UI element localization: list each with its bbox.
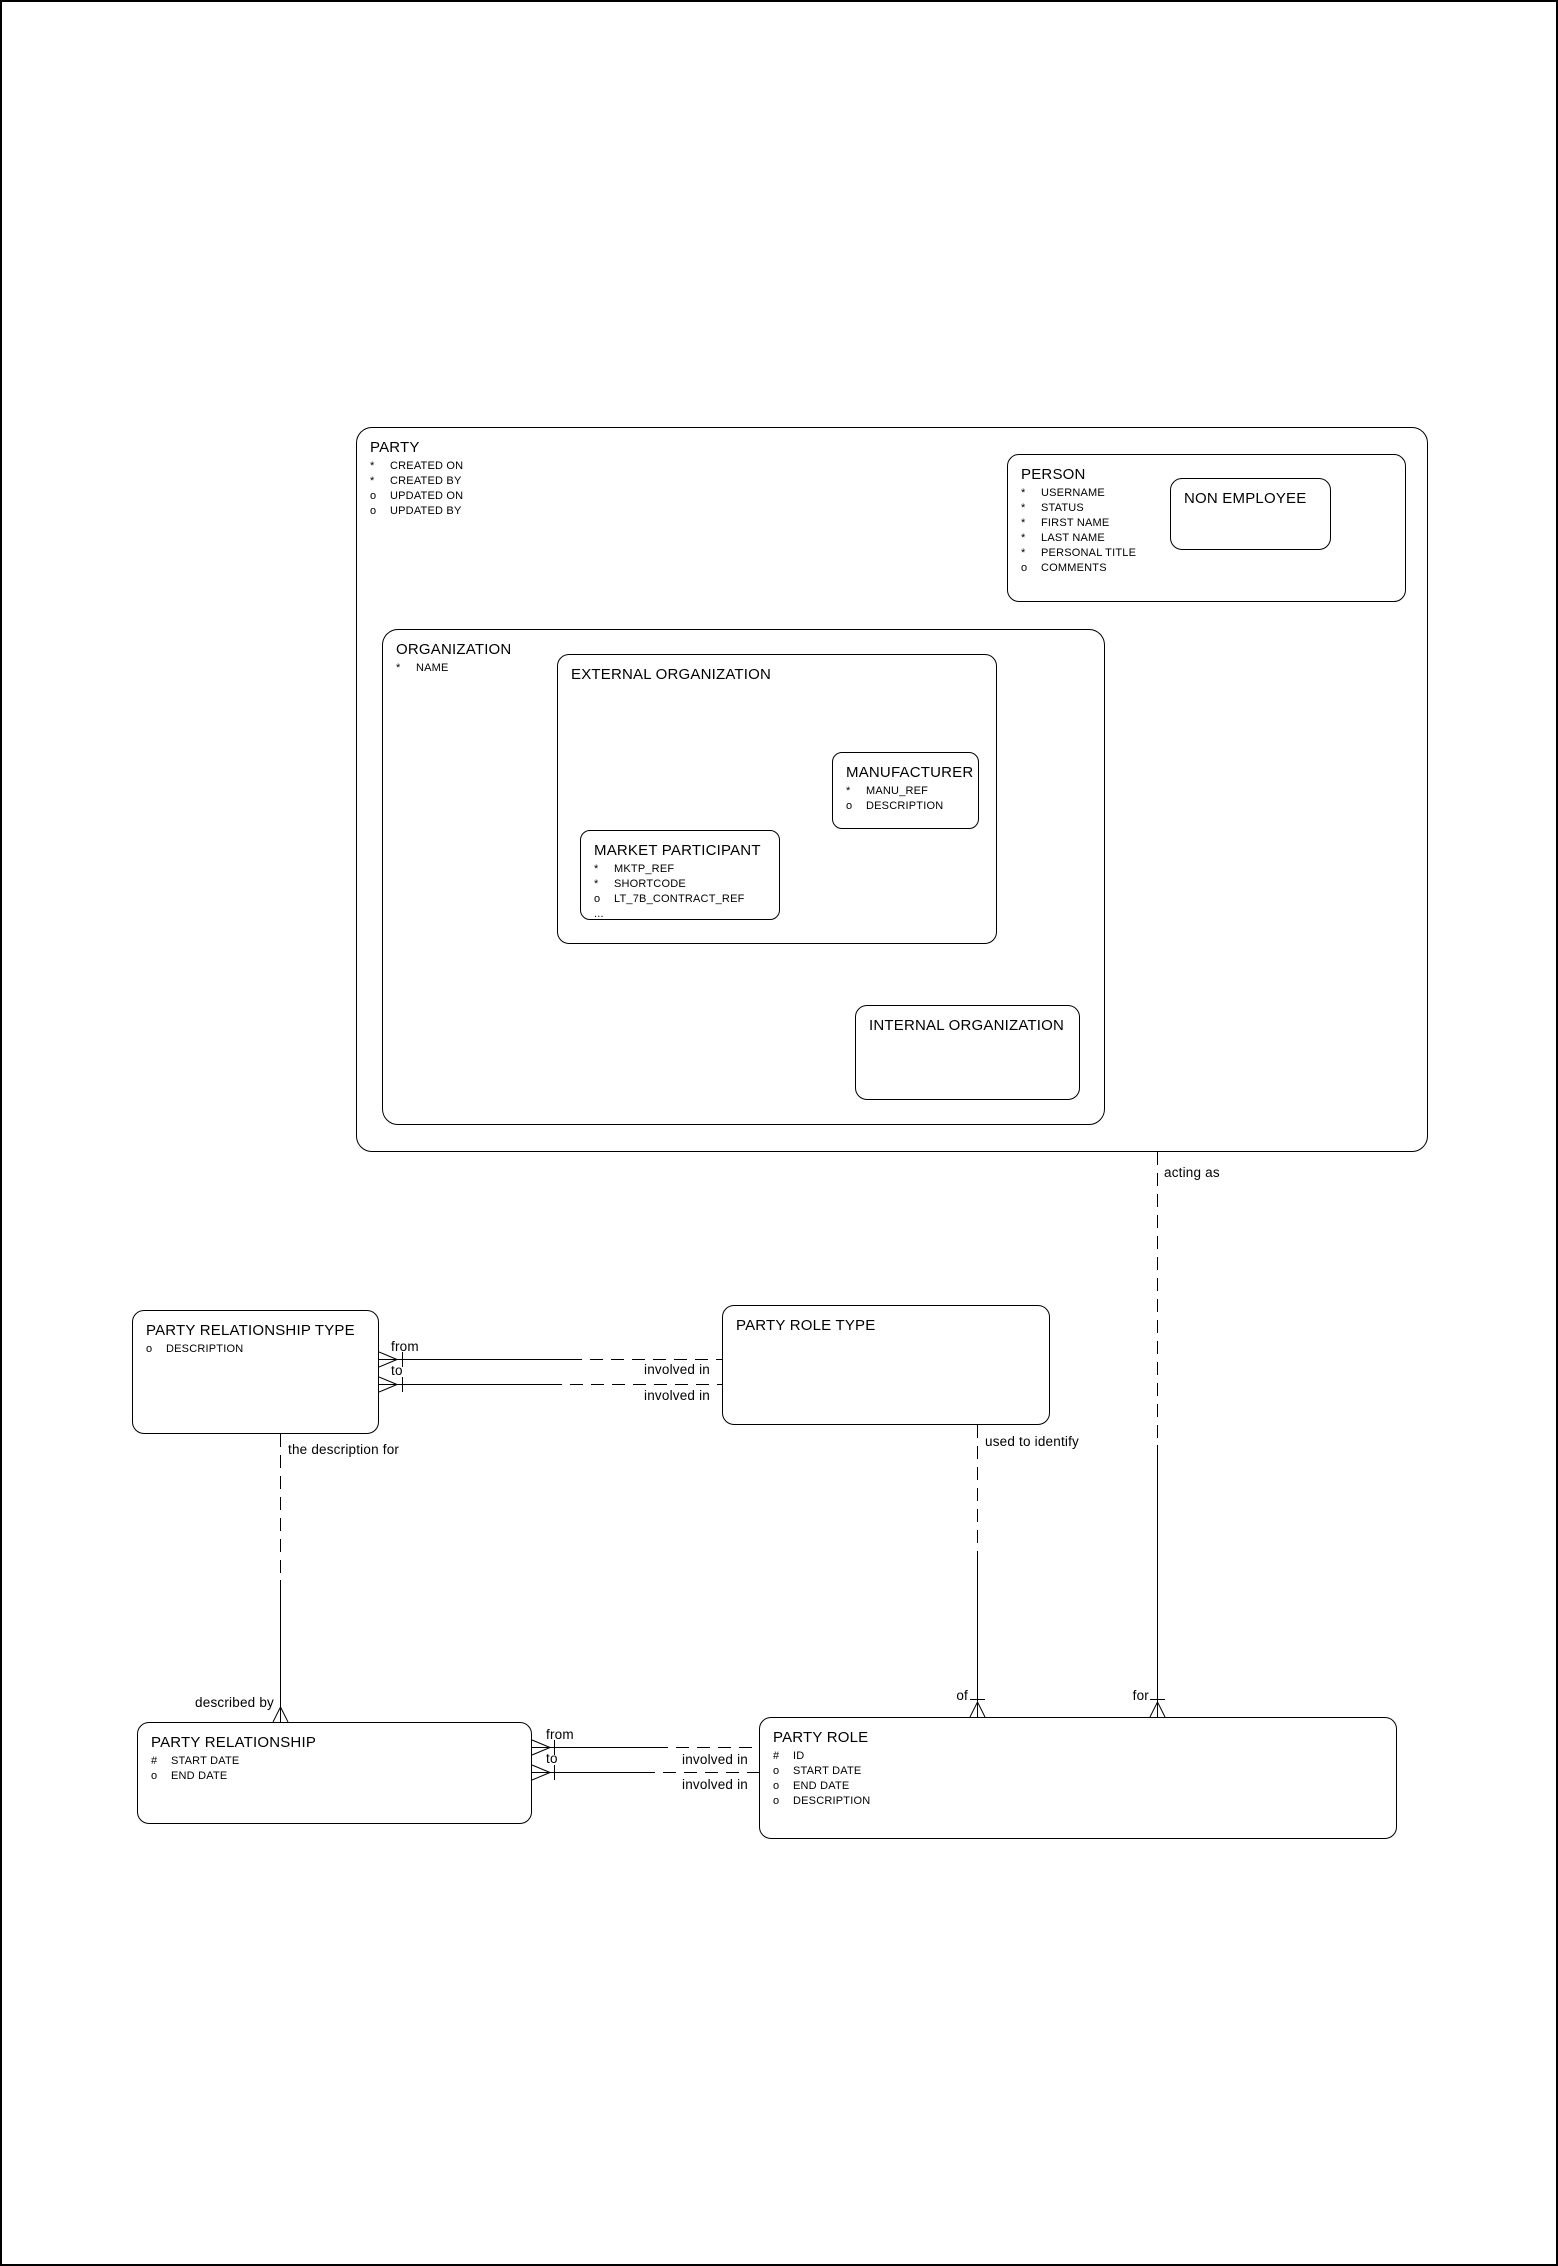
connector-party-relationship-type-party-relationship bbox=[272, 1434, 289, 1723]
entity-attribute: *STATUS bbox=[1021, 502, 1084, 514]
label-to-top: to bbox=[391, 1363, 403, 1378]
label-acting-as: acting as bbox=[1164, 1165, 1220, 1180]
entity-attribute: *LAST NAME bbox=[1021, 532, 1105, 544]
entity-attribute: *USERNAME bbox=[1021, 487, 1105, 499]
entity-party-title: PARTY bbox=[370, 439, 420, 456]
entity-organization: ORGANIZATION *NAME bbox=[382, 629, 1105, 1125]
label-from-bottom: from bbox=[546, 1727, 574, 1742]
label-for: for bbox=[1132, 1688, 1149, 1703]
entity-party-role-type-title: PARTY ROLE TYPE bbox=[736, 1317, 876, 1334]
entity-party-role-title: PARTY ROLE bbox=[773, 1729, 869, 1746]
label-of: of bbox=[956, 1688, 968, 1703]
label-involved-in-bottom-1: involved in bbox=[682, 1752, 748, 1767]
label-used-to-identify: used to identify bbox=[985, 1434, 1080, 1449]
entity-party-role-type: PARTY ROLE TYPE bbox=[722, 1305, 1050, 1425]
entity-attribute: *SHORTCODE bbox=[594, 878, 686, 890]
entity-attribute: *MKTP_REF bbox=[594, 863, 675, 875]
label-to-bottom: to bbox=[546, 1751, 558, 1766]
connector-party-acting-as-party-role bbox=[1149, 1152, 1166, 1718]
entity-party-relationship-title: PARTY RELATIONSHIP bbox=[151, 1734, 317, 1751]
entity-non-employee: NON EMPLOYEE bbox=[1170, 478, 1331, 550]
label-involved-in-bottom-2: involved in bbox=[682, 1777, 748, 1792]
entity-organization-title: ORGANIZATION bbox=[396, 641, 512, 658]
entity-organization-attributes: *NAME bbox=[396, 661, 1091, 676]
entity-attribute: #ID bbox=[773, 1750, 805, 1762]
entity-external-organization-title: EXTERNAL ORGANIZATION bbox=[571, 666, 772, 683]
entity-attribute: *FIRST NAME bbox=[1021, 517, 1110, 529]
label-from-top: from bbox=[391, 1339, 419, 1354]
entity-attribute: *MANU_REF bbox=[846, 785, 929, 797]
entity-attribute: *PERSONAL TITLE bbox=[1021, 547, 1137, 559]
entity-attribute: #START DATE bbox=[151, 1755, 240, 1767]
entity-non-employee-title: NON EMPLOYEE bbox=[1184, 490, 1307, 507]
entity-manufacturer-title: MANUFACTURER bbox=[846, 764, 974, 781]
entity-internal-organization-title: INTERNAL ORGANIZATION bbox=[869, 1017, 1065, 1034]
connector-party-role-type-party-role bbox=[969, 1425, 986, 1718]
label-the-description-for: the description for bbox=[288, 1442, 400, 1457]
entity-person-title: PERSON bbox=[1021, 466, 1086, 483]
label-described-by: described by bbox=[195, 1695, 274, 1710]
entity-external-organization: EXTERNAL ORGANIZATION bbox=[557, 654, 997, 944]
entity-person: PERSON *USERNAME *STATUS *FIRST NAME *LAST … bbox=[1007, 454, 1406, 602]
entity-party-relationship-type-title: PARTY RELATIONSHIP TYPE bbox=[146, 1322, 355, 1339]
entity-attribute: *NAME bbox=[396, 662, 449, 674]
entity-internal-organization: INTERNAL ORGANIZATION bbox=[855, 1005, 1080, 1100]
entity-attribute: ... bbox=[594, 908, 604, 920]
entity-attribute: *CREATED ON bbox=[370, 460, 464, 472]
entity-person-attributes: *USERNAME *STATUS *FIRST NAME *LAST NAME *PE… bbox=[1021, 486, 1392, 576]
label-involved-in-top-2: involved in bbox=[644, 1388, 710, 1403]
entity-attribute: *CREATED BY bbox=[370, 475, 462, 487]
label-involved-in-top-1: involved in bbox=[644, 1362, 710, 1377]
entity-market-participant-title: MARKET PARTICIPANT bbox=[594, 842, 761, 859]
